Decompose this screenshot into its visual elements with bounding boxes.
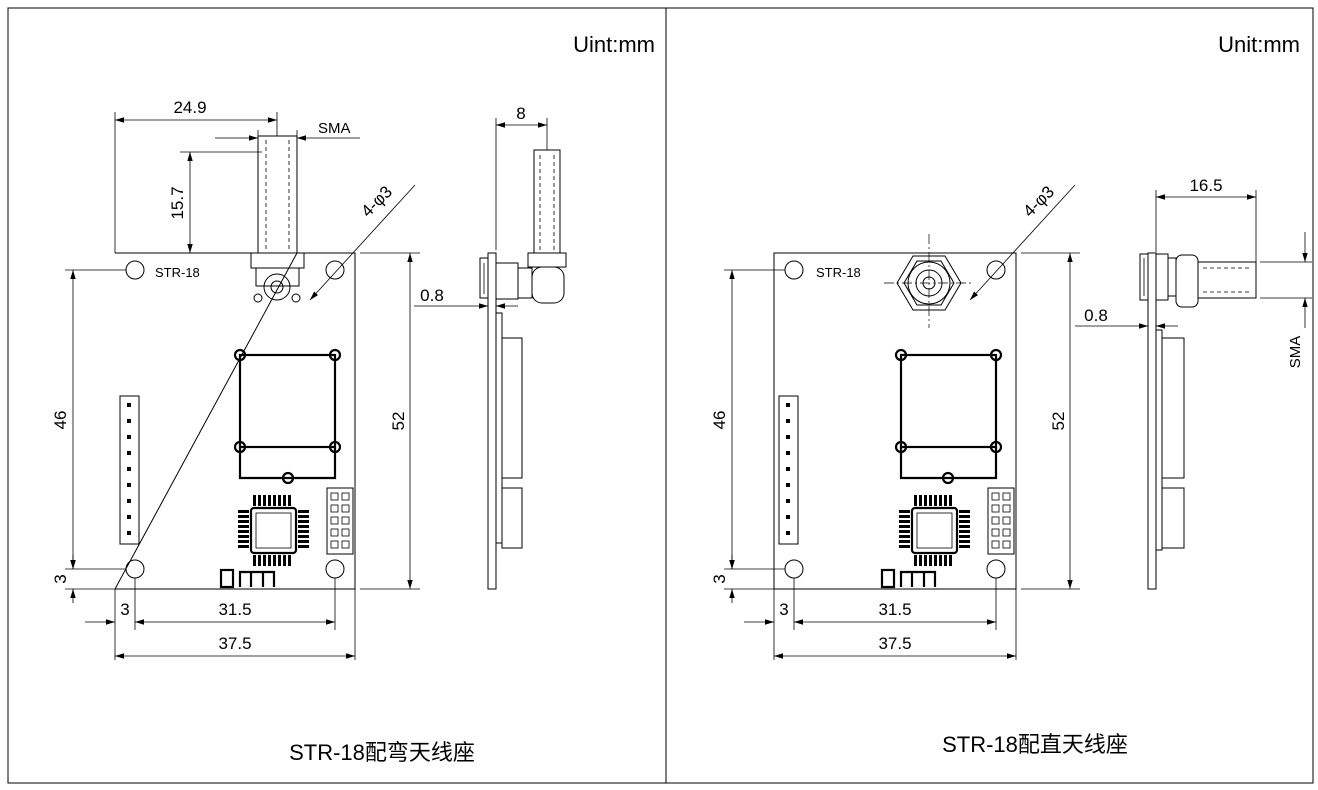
dim-holes: 4-φ3: [1019, 182, 1058, 221]
right-unit-label: Unit:mm: [1218, 32, 1300, 57]
right-side-view: [1139, 252, 1257, 590]
right-side-header: [778, 395, 799, 545]
right-qfp-chip: [899, 495, 970, 566]
mounting-hole: [784, 559, 804, 579]
right-dimensions: 4-φ3 16.5 SMA 0.8 46: [710, 176, 1312, 660]
left-caption: STR-18配弯天线座: [289, 740, 475, 765]
dim-thickness: 0.8: [1084, 306, 1108, 325]
left-side-view: [479, 149, 567, 590]
left-board: STR-18: [114, 135, 356, 590]
right-board: STR-18: [773, 234, 1017, 590]
dim-hole-span-h: 31.5: [878, 600, 911, 619]
right-caption: STR-18配直天线座: [942, 732, 1128, 757]
dim-hole-margin-v: 3: [51, 574, 70, 583]
left-dimensions: 24.9 SMA 15.7 4-φ3 46 3: [51, 98, 548, 660]
mounting-hole: [784, 260, 804, 280]
mounting-hole: [125, 260, 145, 280]
dim-connector-sma: SMA: [1287, 336, 1304, 369]
dim-board-height: 52: [389, 412, 408, 431]
right-shield-frame: [894, 348, 1003, 485]
left-small-components: [219, 568, 276, 589]
left-qfp-chip: [238, 495, 309, 566]
dim-board-height: 52: [1049, 412, 1068, 431]
right-small-components: [880, 568, 937, 589]
left-side-header: [119, 395, 140, 545]
mounting-hole: [986, 260, 1006, 280]
left-unit-label: Uint:mm: [573, 32, 655, 57]
left-2x5-header: [326, 487, 354, 555]
mounting-hole: [986, 559, 1006, 579]
left-panel: Uint:mm STR-18: [51, 32, 655, 765]
dim-connector-sma: SMA: [318, 120, 351, 137]
right-board-label: STR-18: [816, 265, 861, 280]
dim-connector-length: 16.5: [1189, 176, 1222, 195]
right-2x5-header: [987, 487, 1015, 555]
mounting-hole: [325, 260, 345, 280]
dim-hole-margin-h: 3: [120, 600, 129, 619]
dim-hole-span-h: 31.5: [218, 600, 251, 619]
mounting-hole: [325, 559, 345, 579]
dim-hole-margin-h: 3: [779, 600, 788, 619]
dim-antenna-offset: 24.9: [173, 98, 206, 117]
left-board-label: STR-18: [155, 265, 200, 280]
dim-hole-margin-v: 3: [710, 574, 729, 583]
dim-thickness: 0.8: [420, 286, 444, 305]
dim-antenna-height: 15.7: [168, 186, 187, 219]
dim-holes: 4-φ3: [357, 182, 396, 221]
dim-hole-span-v: 46: [710, 411, 729, 430]
dim-board-width: 37.5: [218, 634, 251, 653]
dim-side-depth: 8: [516, 104, 525, 123]
dim-board-width: 37.5: [878, 634, 911, 653]
left-shield-frame: [233, 348, 342, 485]
straight-antenna-connector: [884, 234, 974, 328]
frame: [7, 7, 1314, 784]
dim-hole-span-v: 46: [51, 411, 70, 430]
bent-antenna-connector: [250, 135, 305, 303]
right-panel: Unit:mm STR-18: [710, 32, 1312, 757]
mounting-hole: [125, 559, 145, 579]
